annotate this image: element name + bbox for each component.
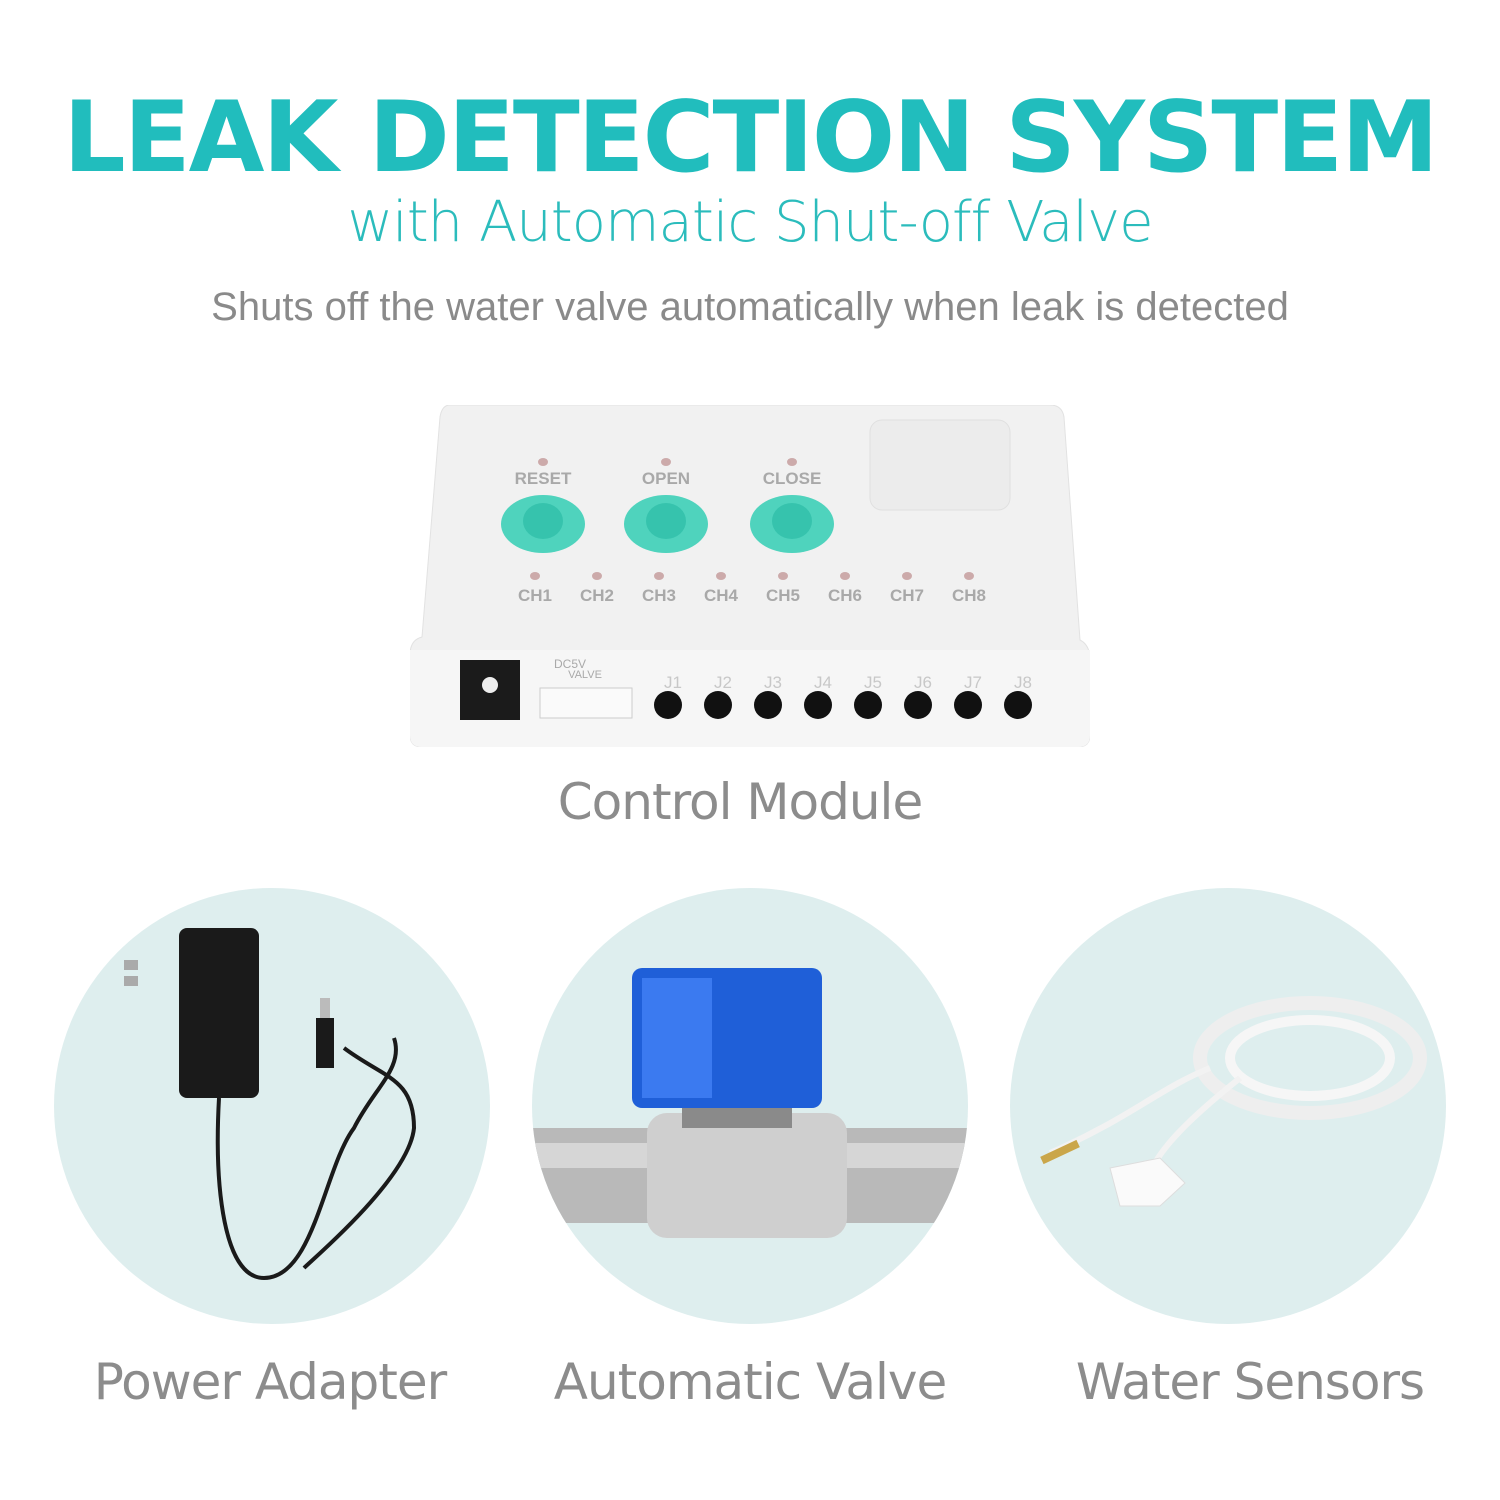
tagline: Shuts off the water valve automatically … [211, 285, 1289, 329]
jack-label: J5 [864, 673, 882, 692]
water-sensors-image [1010, 888, 1446, 1324]
channel-label: CH4 [703, 586, 739, 605]
jack-label: J2 [714, 673, 732, 692]
channel-led [530, 572, 540, 580]
valve-port-label: VALVE [568, 669, 602, 681]
jack-label: J1 [664, 673, 682, 692]
sensor-jack [804, 691, 832, 719]
control-module-image: RESET OPEN CLOSE CH1 CH2 CH3 CH4 CH5 CH6… [410, 405, 1090, 747]
channel-led [902, 572, 912, 580]
automatic-valve-caption: Automatic Valve [553, 1353, 948, 1411]
sensor-jack [954, 691, 982, 719]
channel-label: CH6 [827, 586, 863, 605]
channel-led [778, 572, 788, 580]
channel-label: CH3 [641, 586, 677, 605]
power-adapter-caption: Power Adapter [93, 1353, 447, 1411]
jack-label: J4 [814, 673, 832, 692]
status-led [787, 458, 797, 466]
status-led [538, 458, 548, 466]
sensor-jack [904, 691, 932, 719]
channel-label: CH5 [765, 586, 801, 605]
button-label: RESET [514, 469, 572, 488]
open-button [624, 495, 708, 553]
jack-label: J3 [764, 673, 782, 692]
page-subtitle: with Automatic Shut-off Valve [347, 190, 1153, 255]
sensor-jack [754, 691, 782, 719]
automatic-valve-image [532, 888, 968, 1324]
jack-label: J7 [964, 673, 982, 692]
status-led [661, 458, 671, 466]
channel-label: CH8 [951, 586, 987, 605]
channel-led [964, 572, 974, 580]
control-module-body [410, 405, 1090, 747]
channel-led [592, 572, 602, 580]
close-button [750, 495, 834, 553]
channel-led [840, 572, 850, 580]
dc5v-label: DC5V [553, 657, 587, 671]
channel-label: CH2 [579, 586, 615, 605]
channel-led [654, 572, 664, 580]
jack-label: J8 [1014, 673, 1032, 692]
page-title: LEAK DETECTION SYSTEM [63, 81, 1439, 195]
sensor-jack [704, 691, 732, 719]
channel-label: CH1 [517, 586, 553, 605]
channel-led [716, 572, 726, 580]
jack-label: J6 [914, 673, 932, 692]
sensor-jack [854, 691, 882, 719]
sensor-jack [1004, 691, 1032, 719]
channel-label: CH7 [889, 586, 925, 605]
sensor-jack [654, 691, 682, 719]
reset-button [501, 495, 585, 553]
water-sensors-caption: Water Sensors [1075, 1353, 1425, 1411]
button-label: CLOSE [762, 469, 822, 488]
button-label: OPEN [641, 469, 691, 488]
control-module-caption: Control Module [557, 773, 923, 831]
power-adapter-image [54, 888, 490, 1324]
